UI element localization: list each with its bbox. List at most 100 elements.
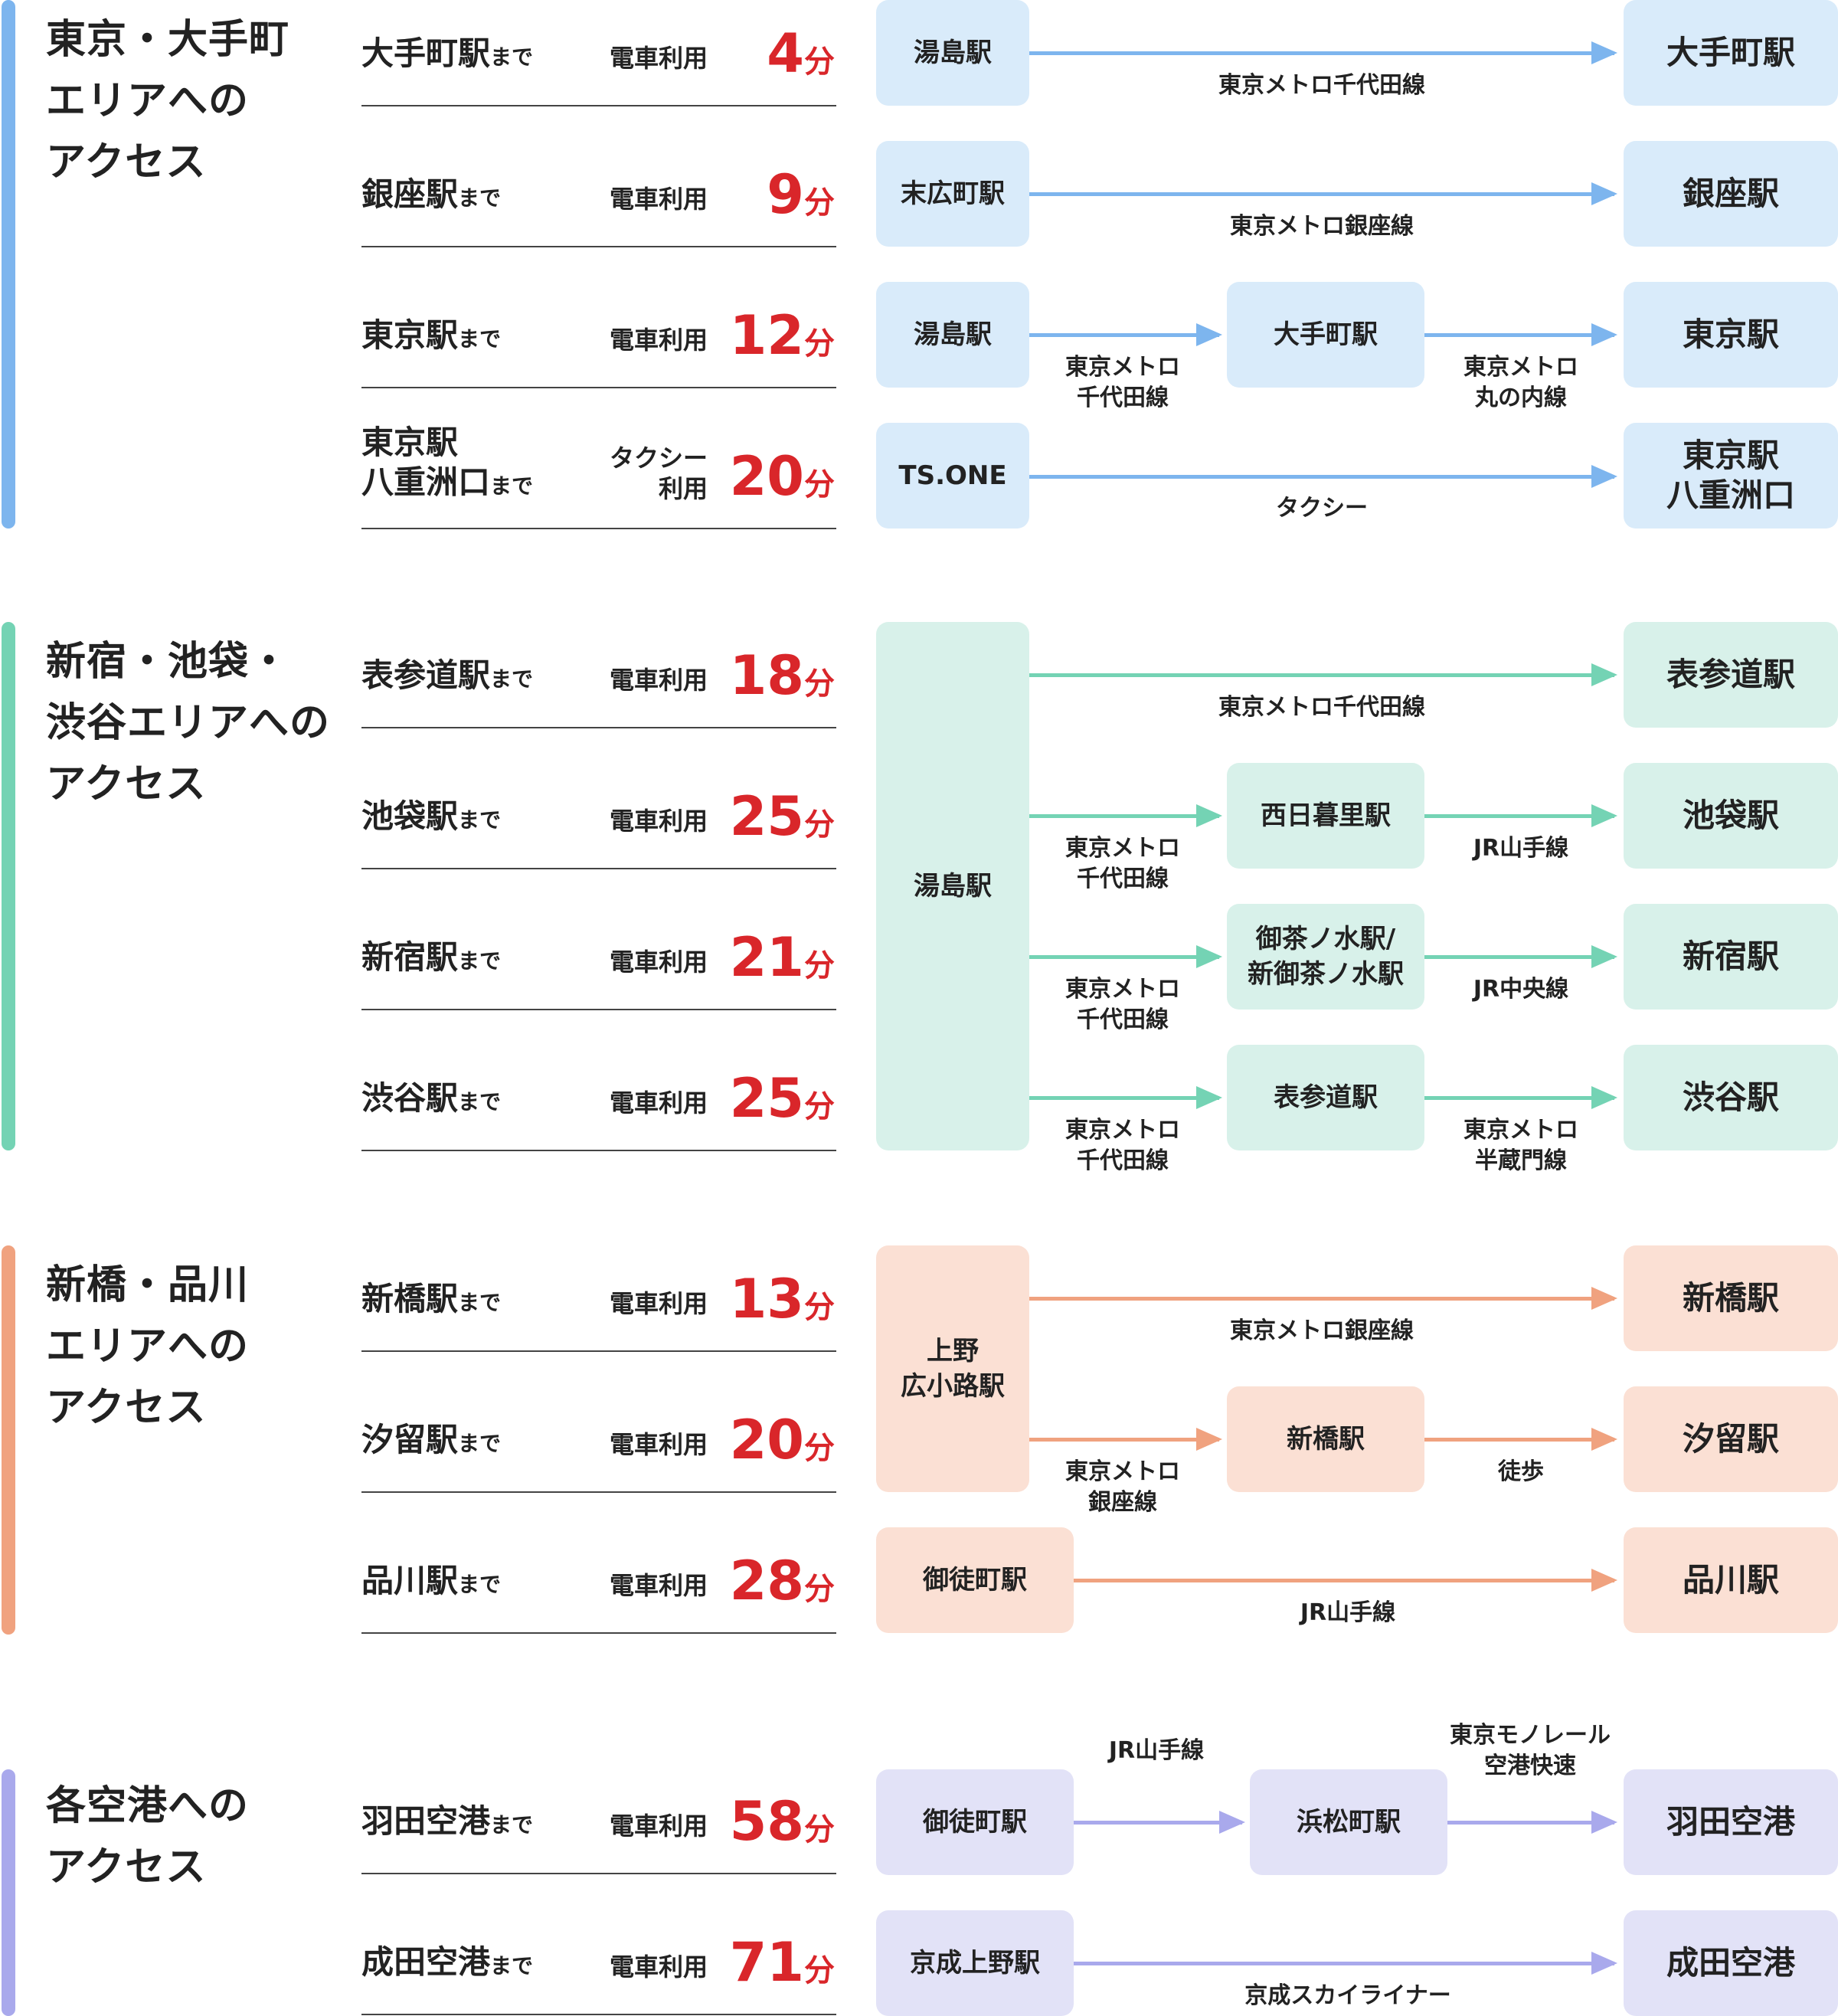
travel-minutes: 25分 (712, 1068, 835, 1144)
origin-station-box: 湯島駅 (876, 622, 1029, 1150)
train-line-label: 京成スカイライナー (1244, 1982, 1451, 2009)
travel-minutes: 20分 (712, 1409, 835, 1485)
minutes-unit: 分 (804, 1812, 835, 1847)
made-suffix: まで (490, 44, 534, 70)
travel-minutes: 25分 (712, 786, 835, 862)
train-line-label: JR山手線 (1300, 1599, 1396, 1626)
transfer-station-box: 大手町駅 (1227, 282, 1424, 388)
row-divider (361, 387, 836, 388)
route-destination: 渋谷駅まで (361, 1078, 501, 1122)
origin-station-box: TS.ONE (876, 423, 1029, 529)
minutes-unit: 分 (804, 1572, 835, 1607)
destination-name: 池袋駅 (361, 797, 459, 835)
train-line-label: 東京メトロ 千代田線 (1065, 354, 1180, 411)
origin-station-box: 御徒町駅 (876, 1527, 1074, 1633)
section-title-shinjuku: 新宿・池袋・ 渋谷エリアへの アクセス (46, 639, 331, 807)
travel-mode: 電車利用 (609, 326, 708, 355)
destination-name-line1: 東京駅 (361, 424, 459, 461)
made-suffix: まで (458, 1572, 502, 1597)
route-arrow (1029, 323, 1222, 346)
made-suffix: まで (490, 666, 534, 692)
travel-mode: 電車利用 (609, 1811, 708, 1841)
section-title-shinbashi: 新橋・品川 エリアへの アクセス (46, 1262, 250, 1431)
train-line-label: 東京モノレール 空港快速 (1450, 1722, 1611, 1779)
transfer-station-box: 西日暮里駅 (1227, 763, 1424, 869)
made-suffix: まで (490, 1812, 534, 1838)
minutes-unit: 分 (804, 326, 835, 362)
destination-name: 新橋駅 (361, 1280, 459, 1317)
destination-station-box: 渋谷駅 (1624, 1045, 1838, 1150)
train-line-label: 東京メトロ 千代田線 (1065, 1117, 1180, 1174)
row-divider (361, 528, 836, 529)
travel-minutes: 71分 (712, 1932, 835, 2008)
minutes-value: 13 (729, 1268, 804, 1330)
route-arrow (1074, 1569, 1617, 1592)
route-destination: 新橋駅まで (361, 1279, 501, 1323)
made-suffix: まで (458, 1290, 502, 1315)
travel-minutes: 4分 (712, 23, 835, 99)
origin-station-box: 湯島駅 (876, 0, 1029, 106)
section-bar-airport (2, 1769, 15, 2016)
train-line-label: JR中央線 (1473, 976, 1569, 1003)
train-line-label: JR山手線 (1473, 835, 1569, 862)
route-arrow (1447, 1811, 1617, 1834)
travel-minutes: 28分 (712, 1550, 835, 1626)
origin-station-box: 上野 広小路駅 (876, 1245, 1029, 1492)
destination-name: 品川駅 (361, 1562, 459, 1599)
destination-station-box: 大手町駅 (1624, 0, 1838, 106)
route-arrow (1074, 1952, 1617, 1975)
made-suffix: まで (490, 1953, 534, 1978)
destination-name: 成田空港 (361, 1943, 491, 1981)
section-bar-tokyo (2, 0, 15, 529)
minutes-value: 20 (729, 1409, 804, 1471)
route-arrow (1424, 1428, 1617, 1451)
made-suffix: まで (458, 948, 502, 974)
train-line-label: 東京メトロ 丸の内線 (1464, 354, 1578, 411)
route-arrow (1424, 1086, 1617, 1109)
destination-station-box: 品川駅 (1624, 1527, 1838, 1633)
made-suffix: まで (458, 185, 502, 211)
minutes-value: 18 (729, 644, 804, 707)
travel-mode: 電車利用 (609, 185, 708, 214)
destination-name: 表参道駅 (361, 656, 491, 694)
travel-minutes: 9分 (712, 164, 835, 240)
route-arrow (1424, 945, 1617, 968)
travel-minutes: 20分 (712, 446, 835, 522)
route-destination: 汐留駅まで (361, 1420, 501, 1464)
train-line-label: 東京メトロ銀座線 (1230, 1317, 1414, 1344)
destination-name: 大手町駅 (361, 34, 491, 72)
row-divider (361, 1632, 836, 1634)
row-divider (361, 1009, 836, 1010)
train-line-label: 東京メトロ千代田線 (1218, 72, 1425, 99)
train-line-label: 東京メトロ 半蔵門線 (1464, 1117, 1578, 1174)
travel-mode: 電車利用 (609, 44, 708, 73)
travel-mode: 電車利用 (609, 666, 708, 695)
row-divider (361, 246, 836, 247)
walk-label: 徒歩 (1498, 1458, 1544, 1485)
route-destination: 羽田空港まで (361, 1802, 533, 1845)
route-arrow (1029, 41, 1617, 64)
route-arrow (1029, 1428, 1222, 1451)
destination-station-box: 東京駅 八重洲口 (1624, 423, 1838, 529)
transfer-station-box: 御茶ノ水駅/ 新御茶ノ水駅 (1227, 904, 1424, 1010)
minutes-value: 25 (729, 785, 804, 848)
minutes-value: 21 (729, 926, 804, 989)
origin-station-box: 御徒町駅 (876, 1769, 1074, 1875)
travel-mode: 電車利用 (609, 1952, 708, 1982)
destination-name: 新宿駅 (361, 938, 459, 976)
route-destination: 大手町駅まで (361, 34, 533, 77)
travel-mode: 電車利用 (609, 807, 708, 836)
row-divider (361, 868, 836, 869)
destination-name: 汐留駅 (361, 1421, 459, 1458)
minutes-value: 25 (729, 1067, 804, 1130)
section-title-airport: 各空港への アクセス (46, 1783, 250, 1890)
route-destination: 表参道駅まで (361, 656, 533, 699)
transfer-station-box: 表参道駅 (1227, 1045, 1424, 1150)
travel-minutes: 12分 (712, 305, 835, 381)
section-bar-shinjuku (2, 622, 15, 1150)
section-title-tokyo: 東京・大手町 エリアへの アクセス (46, 17, 290, 185)
route-destination: 新宿駅まで (361, 938, 501, 981)
destination-station-box: 池袋駅 (1624, 763, 1838, 869)
destination-name: 渋谷駅 (361, 1079, 459, 1117)
destination-station-box: 成田空港 (1624, 1910, 1838, 2016)
